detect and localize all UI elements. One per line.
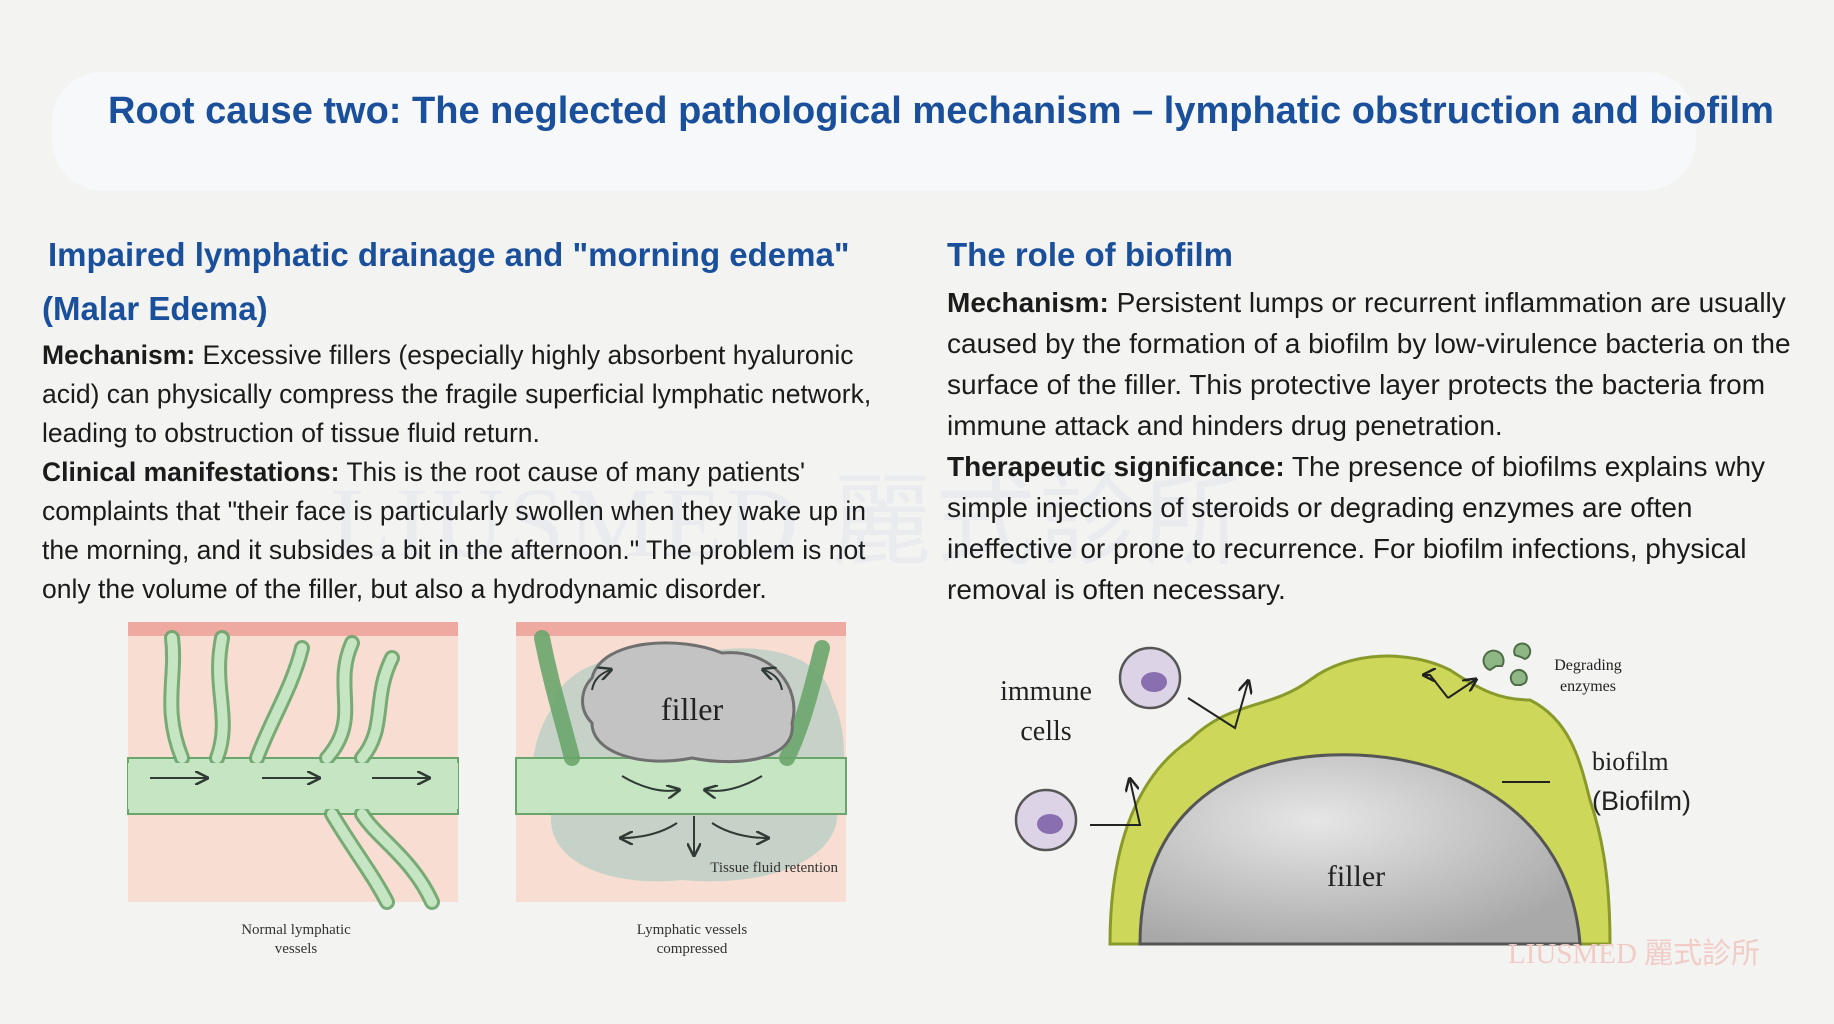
- left-clinical-paragraph: Clinical manifestations: This is the roo…: [42, 453, 902, 609]
- left-heading-line2: (Malar Edema): [42, 290, 268, 327]
- left-mechanism-label: Mechanism:: [42, 340, 196, 370]
- tissue-fluid-label: Tissue fluid retention: [710, 860, 838, 876]
- lymphatic-diagram: Normal lymphatic vessels filler Tissue f…: [127, 622, 847, 957]
- enzymes-label-line2: enzymes: [1560, 678, 1616, 695]
- compressed-lymphatic-panel: filler Tissue fluid retention: [515, 622, 847, 902]
- degrading-enzymes-icon: [1482, 642, 1532, 686]
- filler-sphere: [1138, 753, 1582, 946]
- title-band: [52, 72, 1696, 190]
- immune-label-line2: cells: [1020, 716, 1071, 747]
- left-heading-line1: Impaired lymphatic drainage and "morning…: [48, 236, 850, 273]
- right-heading: The role of biofilm: [947, 236, 1233, 273]
- caption-compressed-line2: compressed: [657, 941, 728, 957]
- brand-logo: LIUSMED 麗式診所: [1508, 938, 1761, 970]
- biofilm-label-line1: biofilm: [1592, 747, 1669, 776]
- immune-cell-icon: [1014, 788, 1078, 852]
- page-title: Root cause two: The neglected pathologic…: [108, 90, 1774, 132]
- right-mechanism-text: Persistent lumps or recurrent inflammati…: [947, 287, 1791, 441]
- right-therapeutic-text: The presence of biofilms explains why si…: [947, 451, 1766, 605]
- left-clinical-text: This is the root cause of many patients'…: [42, 457, 866, 604]
- right-therapeutic-label: Therapeutic significance:: [947, 451, 1285, 482]
- normal-lymphatic-panel: [127, 622, 459, 910]
- left-clinical-label: Clinical manifestations:: [42, 457, 340, 487]
- right-section: The role of biofilm Mechanism: Persisten…: [947, 228, 1797, 610]
- right-mechanism-label: Mechanism:: [947, 287, 1109, 318]
- filler-label-left: filler: [661, 691, 724, 727]
- background-watermark: LIUSMED 麗式診所: [330, 467, 1248, 578]
- biofilm-diagram: filler immune cells Degrading enzymes bi…: [1000, 642, 1691, 946]
- left-mechanism-paragraph: Mechanism: Excessive fillers (especially…: [42, 336, 902, 453]
- immune-label-line1: immune: [1000, 676, 1092, 707]
- right-therapeutic-paragraph: Therapeutic significance: The presence o…: [947, 446, 1797, 610]
- right-mechanism-paragraph: Mechanism: Persistent lumps or recurrent…: [947, 282, 1797, 446]
- left-section: Impaired lymphatic drainage and "morning…: [42, 228, 902, 609]
- caption-normal-line2: vessels: [275, 941, 318, 957]
- caption-normal-line1: Normal lymphatic: [241, 922, 351, 938]
- biofilm-label-line2: (Biofilm): [1592, 786, 1691, 816]
- left-mechanism-text: Excessive fillers (especially highly abs…: [42, 340, 872, 448]
- filler-label-right: filler: [1327, 860, 1385, 893]
- immune-cell-icon: [1118, 646, 1182, 710]
- caption-compressed-line1: Lymphatic vessels: [637, 922, 748, 938]
- enzymes-label-line1: Degrading: [1554, 657, 1622, 674]
